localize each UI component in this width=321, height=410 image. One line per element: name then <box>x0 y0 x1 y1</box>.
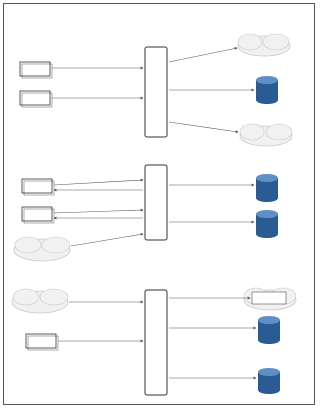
external-entity <box>25 333 59 351</box>
database-icon <box>258 316 280 344</box>
cloud <box>11 288 69 314</box>
process-box <box>144 46 168 138</box>
cloud <box>239 123 293 147</box>
flow-lines <box>52 47 255 134</box>
process-box <box>144 289 168 396</box>
section-3 <box>11 287 297 396</box>
database-icon <box>256 174 278 202</box>
database-icon <box>256 76 278 104</box>
external-entity <box>19 61 53 79</box>
database-icon <box>256 210 278 238</box>
database-icon <box>258 368 280 394</box>
flow-lines <box>58 296 257 380</box>
cloud <box>237 33 291 57</box>
external-entity <box>21 206 55 224</box>
diagram-frame <box>3 3 315 405</box>
process-box <box>144 164 168 241</box>
cloud <box>13 236 71 262</box>
external-entity <box>19 90 53 108</box>
section-1 <box>19 33 293 147</box>
section-2 <box>13 164 278 262</box>
flow-lines <box>53 178 255 247</box>
external-entity <box>21 178 55 196</box>
cloud <box>243 287 297 311</box>
